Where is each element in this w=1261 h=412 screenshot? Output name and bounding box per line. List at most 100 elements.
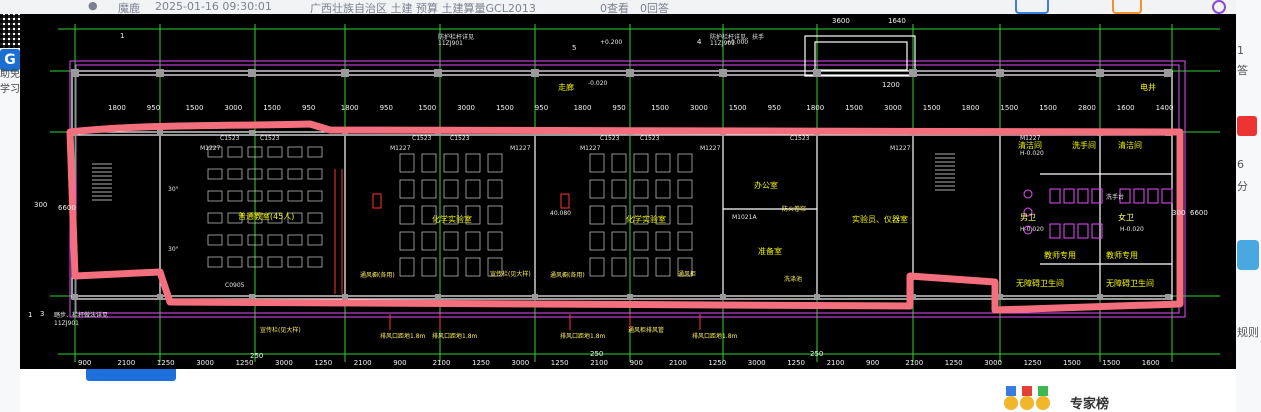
desk <box>399 153 415 173</box>
qr-code-icon[interactable] <box>0 14 20 48</box>
desk <box>677 205 693 225</box>
room-label-teacher-f: 教师专用 <box>1106 251 1138 260</box>
search-icon[interactable] <box>1212 0 1226 14</box>
room-label-handwash-1: 无障碍卫生间 <box>1016 279 1064 288</box>
dim-bottom-21: 2100 <box>905 359 924 367</box>
right-panel-red-badge[interactable] <box>1237 116 1257 136</box>
level-mark-1: 40.080 <box>550 210 571 217</box>
room-label-chem-lab-1: 化学实验室 <box>432 215 472 224</box>
collect-icon[interactable] <box>1112 0 1142 14</box>
desk <box>655 257 671 277</box>
room-label-toilet-m: 男卫 <box>1020 213 1036 222</box>
dim-top-18: 1800 <box>806 104 825 112</box>
structural-column <box>342 294 348 300</box>
structural-column <box>434 69 442 77</box>
dim-bottom-18: 1250 <box>787 359 806 367</box>
desk <box>227 146 243 158</box>
post-tags: 广西壮族自治区 土建 预算 土建算量GCL2013 <box>310 2 536 15</box>
desk <box>611 153 627 173</box>
desk <box>589 153 605 173</box>
note-exhaust-1: 排风口距地1.8m <box>380 333 426 340</box>
desk <box>487 179 503 199</box>
share-icon[interactable] <box>1015 0 1049 14</box>
desk <box>399 231 415 251</box>
room-label-clean-2: 清洁间 <box>1118 141 1142 150</box>
user-avatar-icon[interactable]: ● <box>88 0 98 12</box>
dim-bottom-10: 1250 <box>472 359 490 367</box>
desk <box>399 257 415 277</box>
grid-bubble-0: 1 <box>120 32 125 40</box>
structural-column <box>814 294 820 300</box>
structural-column <box>71 69 79 77</box>
desk <box>247 234 263 246</box>
desk <box>287 146 303 158</box>
window-door-tag-1: C1523 <box>260 135 280 142</box>
dim-side-4: 250 <box>250 352 264 360</box>
right-panel-text-1: 答 <box>1237 64 1248 77</box>
desk <box>465 257 481 277</box>
note-exhaust-2: 排风口距地1.8m <box>432 333 478 340</box>
toilet-stall <box>1091 188 1103 204</box>
desk <box>487 257 503 277</box>
dim-side-1: 6600 <box>58 204 76 212</box>
structural-column <box>997 294 1003 300</box>
desk <box>267 212 283 224</box>
desk <box>287 190 303 202</box>
dim-side-6: 250 <box>810 350 824 358</box>
sink <box>1023 207 1033 217</box>
structural-column <box>813 69 821 77</box>
right-panel-app-icon[interactable] <box>1237 240 1259 270</box>
ref-top-code-2: 11ZJ901 <box>710 40 735 47</box>
dim-bottom-25: 1500 <box>1063 359 1081 367</box>
room-label-clean: 清洁间 <box>1018 141 1042 150</box>
rules-link[interactable]: 规则 <box>1237 326 1259 339</box>
desk <box>443 205 459 225</box>
level-mark-5: +0.200 <box>600 39 623 46</box>
desk <box>399 179 415 199</box>
room-label-chem-lab-2: 化学实验室 <box>626 215 666 224</box>
toilet-stall <box>1161 188 1173 204</box>
dim-bottom-13: 2100 <box>590 359 609 367</box>
room-label-corridor: 走廊 <box>558 83 574 92</box>
structural-column <box>909 69 917 77</box>
desk <box>589 205 605 225</box>
right-panel-num-2: 6 <box>1237 158 1244 171</box>
window-door-tag-4: C1523 <box>600 135 620 142</box>
structural-column <box>1164 69 1172 77</box>
highlight-outline <box>66 120 1184 314</box>
angle-label-1: 30° <box>168 186 179 193</box>
level-mark-6: +0.000 <box>726 39 749 46</box>
expert-board-title[interactable]: 专家榜 <box>1070 397 1110 412</box>
desk <box>655 205 671 225</box>
dim-top-22: 1800 <box>961 104 980 112</box>
dim-bottom-9: 2100 <box>432 359 451 367</box>
desk <box>611 257 627 277</box>
desk <box>633 205 649 225</box>
answer-button[interactable] <box>86 369 176 381</box>
desk <box>421 231 437 251</box>
structural-column <box>1096 69 1104 77</box>
desk <box>633 257 649 277</box>
toilet-stall <box>1119 188 1131 204</box>
dim-top-3: 3000 <box>224 104 243 112</box>
desk <box>487 153 503 173</box>
dim-top-25: 2800 <box>1078 104 1096 112</box>
structural-column <box>627 294 633 300</box>
desk <box>589 231 605 251</box>
dim-top-12: 1800 <box>573 104 592 112</box>
desk <box>677 153 693 173</box>
desk <box>267 234 283 246</box>
dim-top-16: 1500 <box>728 104 747 112</box>
desk <box>465 153 481 173</box>
desk <box>267 190 283 202</box>
desk <box>307 256 323 268</box>
structural-column <box>626 69 634 77</box>
cad-floor-plan[interactable]: 普通教室(45人) 化学实验室 化学实验室 办公室 准备室 实验员、仪器室 走廊… <box>20 14 1236 369</box>
dim-top-4: 1500 <box>263 104 282 112</box>
desk <box>677 231 693 251</box>
dim-bottom-24: 1250 <box>1023 359 1042 367</box>
dim-bottom-12: 1250 <box>550 359 569 367</box>
post-author[interactable]: 魔鹿 <box>118 2 140 15</box>
desk <box>655 179 671 199</box>
window-door-tag-11: M1227 <box>700 145 721 152</box>
